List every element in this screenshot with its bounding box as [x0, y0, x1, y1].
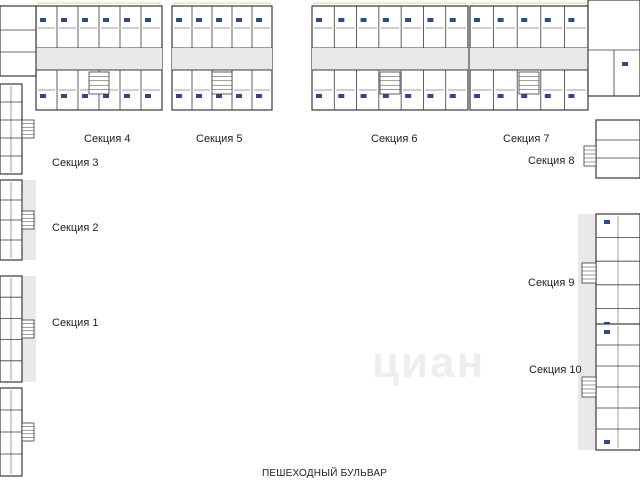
section-8-label: Секция 8 — [528, 155, 575, 167]
section-7-plan-corridor — [470, 48, 588, 70]
section-7-plan-stairs — [518, 71, 540, 95]
section-5-plan-corridor — [172, 48, 272, 70]
section-4-plan-area-badge — [124, 18, 130, 22]
section-5-plan-area-badge — [256, 18, 262, 22]
section-4-plan-area-badge — [124, 94, 130, 98]
section-6-plan-area-badge — [405, 18, 412, 22]
section-7-plan-area-badge — [544, 94, 551, 98]
section-5-plan-area-badge — [176, 18, 182, 22]
section-5-plan-area-badge — [256, 94, 262, 98]
section-4-plan-area-badge — [82, 94, 88, 98]
section-10-label: Секция 10 — [529, 364, 582, 376]
section-5-label: Секция 5 — [196, 133, 243, 145]
top-right-block-area-badge — [622, 62, 628, 66]
section-5-plan-area-badge — [176, 94, 182, 98]
section-4-plan-area-badge — [61, 94, 67, 98]
section-7-plan-area-badge — [497, 18, 504, 22]
section-4-plan-area-badge — [145, 94, 151, 98]
section-6-plan-area-badge — [338, 94, 345, 98]
section-2-plan-stairs — [21, 210, 35, 230]
section-6-plan-area-badge — [316, 94, 322, 98]
section-4-plan-corridor — [36, 48, 162, 70]
section-4-plan-area-badge — [82, 18, 88, 22]
section-6-plan-area-badge — [360, 94, 367, 98]
section-4-plan-area-badge — [103, 18, 109, 22]
section-6-plan-area-badge — [382, 94, 389, 98]
section-9-label: Секция 9 — [528, 277, 575, 289]
section-6-plan-area-badge — [427, 18, 434, 22]
section-7-plan-area-badge — [521, 94, 528, 98]
section-1-plan-stairs — [21, 319, 35, 339]
section-5-plan-area-badge — [236, 18, 242, 22]
section-6-label: Секция 6 — [371, 133, 418, 145]
section-6-plan-area-badge — [382, 18, 389, 22]
section-4-plan-area-badge — [103, 94, 109, 98]
section-9-plan-area-badge — [604, 220, 610, 224]
section-8-plan-stairs — [583, 145, 597, 167]
section-5-plan-area-badge — [196, 18, 202, 22]
section-7-plan-area-badge — [521, 18, 528, 22]
section-5-plan-area-badge — [216, 18, 222, 22]
section-5-plan-area-badge — [236, 94, 242, 98]
section-10-plan-stairs — [581, 376, 597, 398]
section-3-label: Секция 3 — [52, 157, 99, 169]
section-7-plan-area-badge — [497, 94, 504, 98]
section-1-label: Секция 1 — [52, 317, 99, 329]
section-7-plan-area-badge — [474, 94, 480, 98]
section-1-lower-wing-stairs — [21, 422, 35, 442]
section-4-label: Секция 4 — [84, 133, 131, 145]
section-5-plan-area-badge — [216, 94, 222, 98]
section-7-plan-area-badge — [544, 18, 551, 22]
section-7-plan-area-badge — [568, 18, 575, 22]
section-4-plan-stairs — [88, 71, 110, 95]
section-6-plan-area-badge — [427, 94, 434, 98]
section-6-plan-area-badge — [405, 94, 412, 98]
section-10-plan-area-badge — [604, 330, 610, 334]
section-6-plan-area-badge — [338, 18, 345, 22]
section-5-plan-stairs — [211, 71, 233, 95]
section-4-plan-area-badge — [40, 18, 46, 22]
section-6-plan-area-badge — [449, 94, 456, 98]
section-9-plan-stairs — [581, 262, 597, 284]
section-7-label: Секция 7 — [503, 133, 550, 145]
section-6-plan-area-badge — [449, 18, 456, 22]
top-left-corner-block — [0, 5, 37, 77]
section-3-plan-stairs — [21, 119, 35, 139]
section-4-plan-area-badge — [40, 94, 46, 98]
section-8-plan-outline — [595, 119, 640, 179]
cian-watermark: циан — [372, 338, 486, 387]
section-6-plan-stairs — [379, 71, 401, 95]
pedestrian-boulevard-label: ПЕШЕХОДНЫЙ БУЛЬВАР — [262, 468, 388, 479]
section-2-label: Секция 2 — [52, 222, 99, 234]
section-4-plan-area-badge — [61, 18, 67, 22]
section-5-plan-area-badge — [196, 94, 202, 98]
section-6-plan-area-badge — [360, 18, 367, 22]
section-4-plan-area-badge — [145, 18, 151, 22]
section-6-plan-corridor — [312, 48, 468, 70]
section-7-plan-area-badge — [474, 18, 480, 22]
section-10-plan-area-badge — [604, 440, 610, 444]
section-7-plan-area-badge — [568, 94, 575, 98]
section-6-plan-area-badge — [316, 18, 322, 22]
